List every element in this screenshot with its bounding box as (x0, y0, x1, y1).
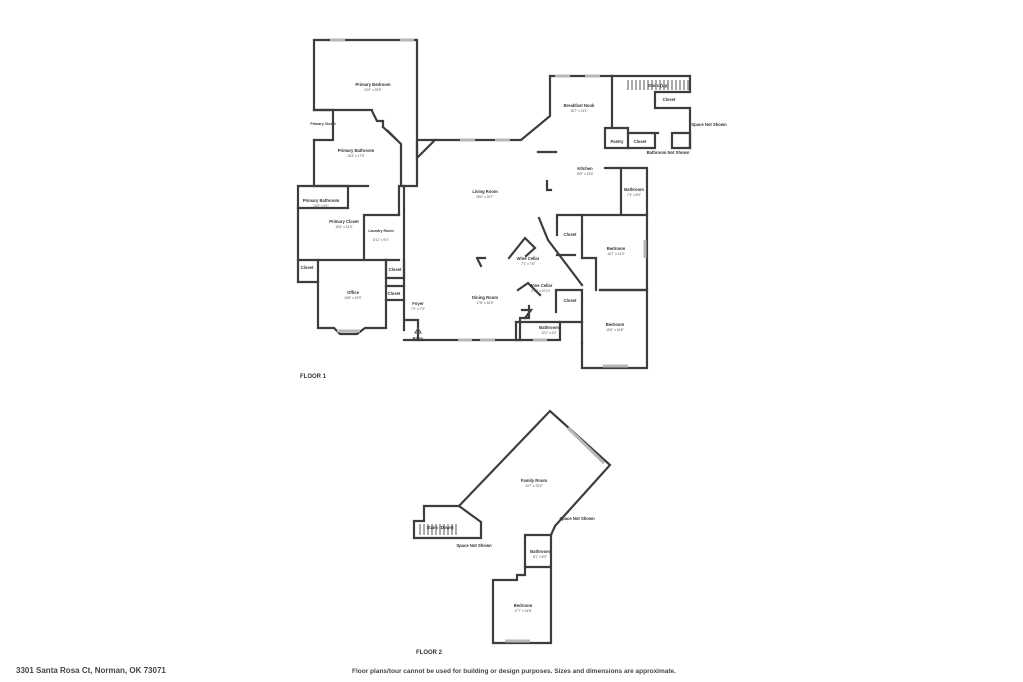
room-name: Closet (634, 139, 647, 144)
room-name: Office (347, 290, 360, 295)
room-dimensions: 16'8" x 15'9" (344, 296, 361, 300)
room-name: Stairs (Up) (647, 83, 669, 88)
room-name: Closet (564, 232, 577, 237)
floor-2-label: FLOOR 2 (416, 650, 443, 656)
room-dimensions: 7'1" x 7'6" (521, 262, 535, 266)
room-name: Bathroom (530, 549, 550, 554)
room-name: Pantry (610, 139, 624, 144)
room-name: Entry (413, 336, 424, 341)
room-name: Family Room (521, 478, 548, 483)
floor-2-room-labels: Family Room 34'7" x 25'0" Space Not Show… (416, 478, 595, 656)
room-dimensions: 7'3" x 8'9" (627, 193, 641, 197)
room-name: Primary Closet (310, 122, 336, 126)
room-name: Bathroom (539, 325, 559, 330)
room-name: Space Not Shown (691, 122, 727, 127)
room-name: Space Not Shown (456, 543, 492, 548)
room-dimensions: 15'6" x 16'8" (606, 328, 623, 332)
room-name: Dining Room (472, 295, 498, 300)
room-name: Bathroom (624, 187, 644, 192)
room-name: Closet (301, 265, 314, 270)
room-dimensions: 28'6" x 26'7" (476, 195, 493, 199)
room-name: Living Room (472, 189, 498, 194)
room-name: Laundry Room (368, 229, 393, 233)
room-name: Closet (388, 291, 401, 296)
room-name: Wine Cellar (530, 283, 553, 288)
room-dimensions: 13'1" x 6'2" (541, 331, 557, 335)
floor-1-label: FLOOR 1 (300, 374, 327, 380)
room-dimensions: 8'1" x 8'9" (533, 555, 547, 559)
room-name: Primary Bedroom (355, 82, 390, 87)
room-dimensions: 18'4" x 16'3" (335, 225, 352, 229)
room-name: Closet (389, 267, 402, 272)
room-name: Primary Bathroom (338, 148, 375, 153)
room-dimensions: 8'11" x 9'4" (373, 238, 388, 242)
room-dimensions: 34'7" x 25'0" (525, 484, 542, 488)
room-name: Closet (663, 97, 676, 102)
room-name: Wine Cellar (517, 256, 540, 261)
room-dimensions: 16'3" x 17'5" (347, 154, 364, 158)
room-dimensions: 20'0" x 28'9" (364, 88, 381, 92)
property-address: 3301 Santa Rosa Ct, Norman, OK 73071 (16, 666, 166, 675)
room-dimensions: 16'7" x 14'3" (607, 252, 624, 256)
room-dimensions: 10'0" x 5'1" (313, 204, 329, 208)
room-name: Primary Bathroom (303, 198, 340, 203)
floor-1-room-labels: Primary Bedroom 20'0" x 28'9" Primary Cl… (300, 82, 727, 380)
room-name: Closet (564, 298, 577, 303)
room-name: Bedroom (607, 246, 626, 251)
room-name: Space Not Shown (559, 516, 595, 521)
room-name: Bathroom Not Shown (647, 150, 690, 155)
room-name: Stairs (Down) (427, 525, 455, 530)
room-name: Breakfast Nook (564, 103, 595, 108)
room-dimensions: 19'9" x 15'6" (576, 172, 593, 176)
room-name: Primary Closet (329, 219, 359, 224)
room-dimensions: 5'10" x 10'10" (531, 289, 550, 293)
room-dimensions: 7'0" x 7'5" (411, 307, 425, 311)
room-name: Kitchen (577, 166, 593, 171)
room-name: Bedroom (514, 603, 533, 608)
room-dimensions: 17'7" x 16'8" (514, 609, 531, 613)
room-name: Bedroom (606, 322, 625, 327)
room-dimensions: 17'8" x 16'9" (476, 301, 493, 305)
room-name: Foyer (412, 301, 424, 306)
disclaimer-text: Floor plans/tour cannot be used for buil… (352, 668, 676, 675)
room-dimensions: 18'7" x 13'1" (570, 109, 587, 113)
floor-2-walls (412, 409, 612, 645)
floor-1-walls (296, 38, 692, 370)
